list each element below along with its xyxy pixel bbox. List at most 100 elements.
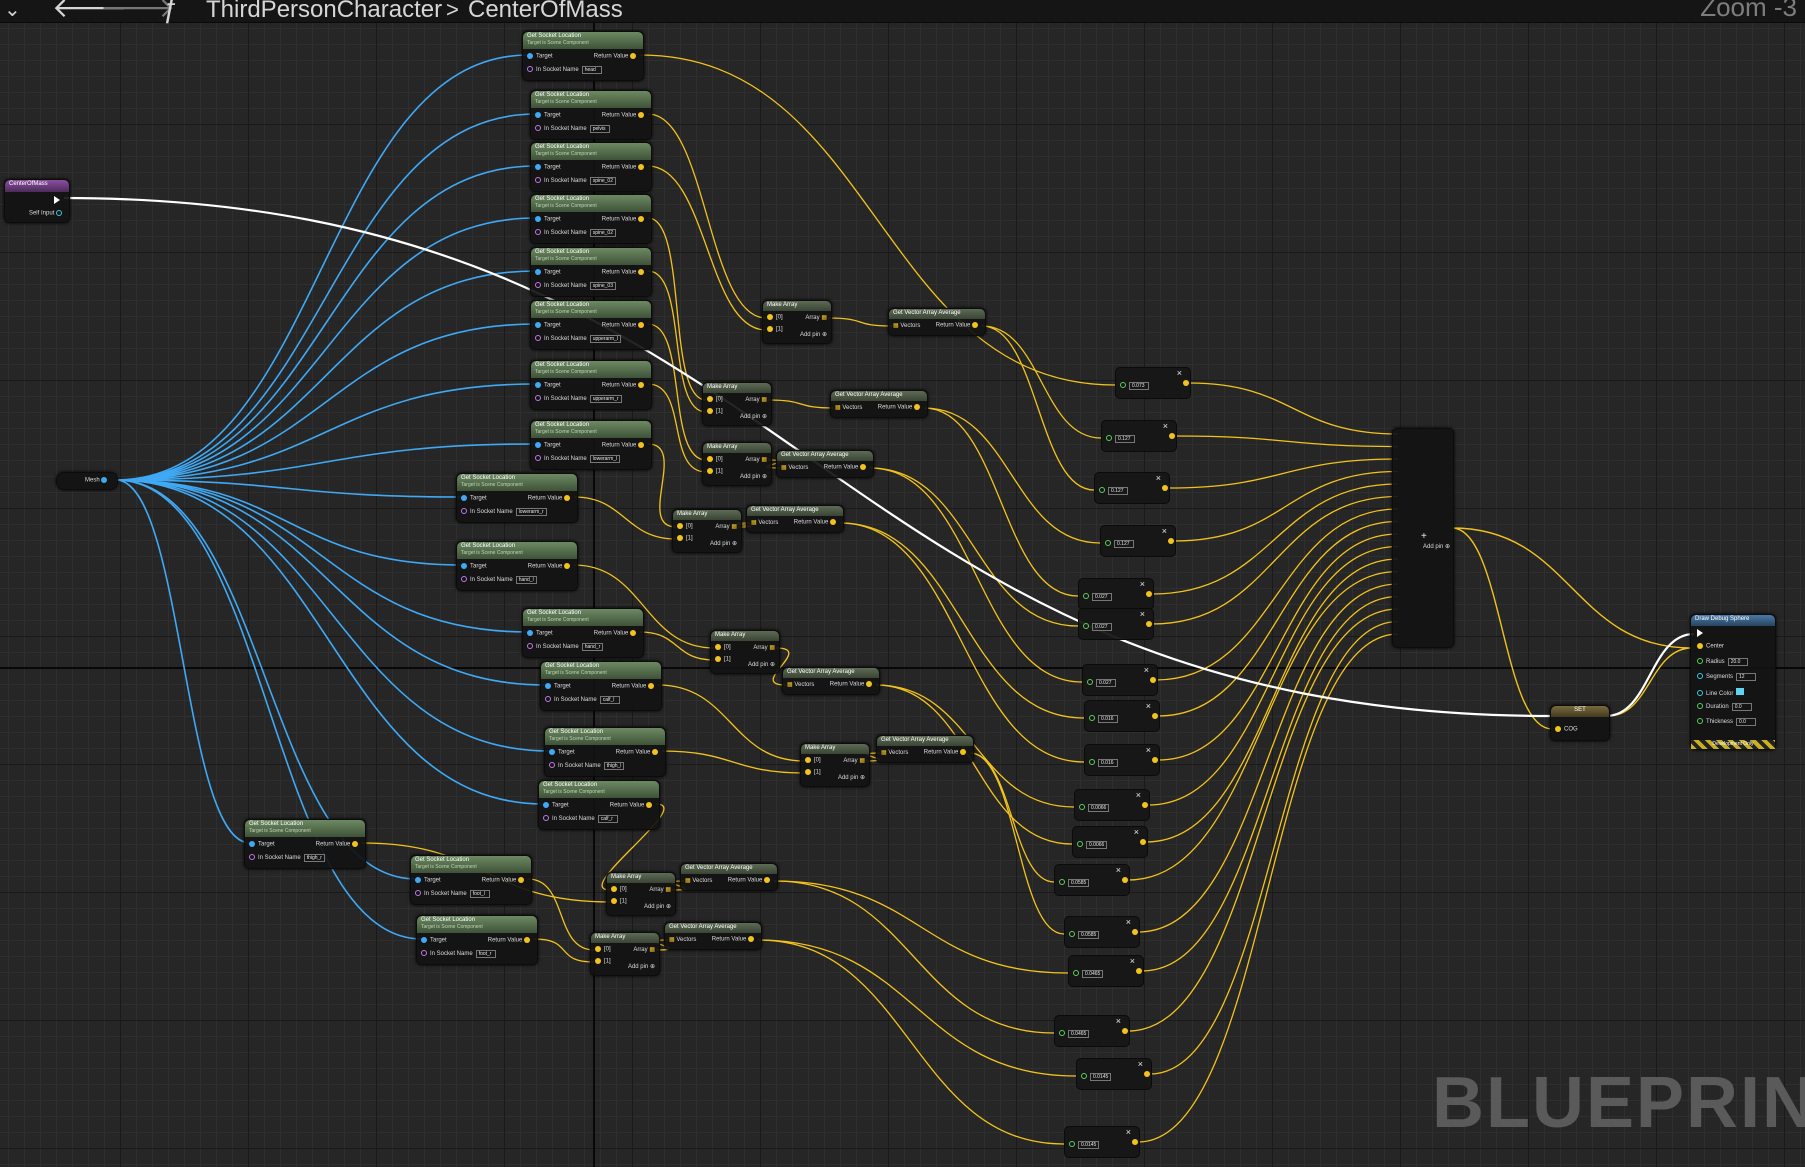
return-value-pin[interactable] — [638, 164, 644, 170]
factor-field[interactable]: 0.0066 — [1088, 804, 1110, 812]
socket-name-pin[interactable] — [535, 395, 541, 402]
center-pin[interactable] — [1697, 643, 1703, 649]
array-out-pin[interactable]: ▦ — [665, 887, 671, 893]
factor-field[interactable]: 0.127 — [1115, 435, 1135, 443]
target-pin[interactable] — [535, 269, 541, 275]
multiply-node[interactable]: × 0.0465 — [1068, 955, 1144, 987]
array-out-pin[interactable]: ▦ — [731, 524, 737, 530]
factor-pin[interactable] — [1077, 841, 1083, 848]
duration-pin[interactable] — [1697, 703, 1703, 710]
get-vector-array-average-node[interactable]: Get Vector Array Average ▦ Vectors Retur… — [680, 863, 778, 891]
array-in1-pin[interactable] — [677, 535, 683, 541]
factor-field[interactable]: 0.0145 — [1090, 1073, 1112, 1081]
product-out-pin[interactable] — [1132, 929, 1138, 935]
target-pin[interactable] — [545, 683, 551, 689]
breadcrumb-function[interactable]: CenterOfMass — [468, 0, 623, 23]
target-pin[interactable] — [415, 877, 421, 883]
forward-arrow-icon[interactable]: 🡒 — [100, 0, 176, 23]
socket-name-field[interactable]: spine_02 — [589, 229, 616, 237]
return-value-pin[interactable] — [648, 683, 654, 689]
factor-field[interactable]: 0.016 — [1098, 759, 1118, 767]
socket-name-pin[interactable] — [535, 125, 541, 132]
multiply-node[interactable]: × 0.016 — [1084, 700, 1160, 732]
add-vector-node[interactable]: + Add pin ⊕ — [1392, 428, 1454, 648]
multiply-node[interactable]: × 0.027 — [1082, 664, 1158, 696]
get-vector-array-average-node[interactable]: Get Vector Array Average ▦ Vectors Retur… — [746, 505, 844, 533]
breadcrumb-graph[interactable]: ThirdPersonCharacter — [206, 0, 443, 23]
product-out-pin[interactable] — [1150, 677, 1156, 683]
factor-pin[interactable] — [1089, 759, 1095, 766]
mesh-variable-node[interactable]: Mesh — [56, 472, 118, 490]
socket-name-pin[interactable] — [527, 643, 533, 650]
socket-name-field[interactable]: thigh_r — [303, 854, 325, 862]
return-value-pin[interactable] — [960, 749, 966, 755]
array-in0-pin[interactable] — [707, 456, 713, 462]
product-out-pin[interactable] — [1183, 380, 1189, 386]
factor-field[interactable]: 0.127 — [1108, 487, 1128, 495]
socket-name-pin[interactable] — [545, 696, 551, 703]
return-value-pin[interactable] — [914, 404, 920, 410]
make-array-node[interactable]: Make Array [0] Array ▦ [1] Add pin ⊕ — [590, 932, 660, 976]
multiply-node[interactable]: × 0.027 — [1078, 608, 1154, 640]
duration-field[interactable]: 0.0 — [1731, 703, 1752, 711]
return-value-pin[interactable] — [564, 495, 570, 501]
socket-name-pin[interactable] — [535, 335, 541, 342]
factor-field[interactable]: 0.0585 — [1078, 931, 1100, 939]
target-pin[interactable] — [535, 164, 541, 170]
target-pin[interactable] — [535, 442, 541, 448]
self-input-pin[interactable] — [56, 210, 62, 216]
target-pin[interactable] — [535, 216, 541, 222]
array-in1-pin[interactable] — [611, 898, 617, 904]
exec-out-pin[interactable] — [54, 196, 60, 204]
product-out-pin[interactable] — [1152, 757, 1158, 763]
array-in0-pin[interactable] — [611, 886, 617, 892]
return-value-pin[interactable] — [638, 322, 644, 328]
get-vector-array-average-node[interactable]: Get Vector Array Average ▦ Vectors Retur… — [888, 308, 986, 336]
vectors-pin[interactable]: ▦ — [669, 937, 675, 943]
return-value-pin[interactable] — [764, 877, 770, 883]
return-value-pin[interactable] — [638, 269, 644, 275]
return-value-pin[interactable] — [830, 519, 836, 525]
make-array-node[interactable]: Make Array [0] Array ▦ [1] Add pin ⊕ — [606, 872, 676, 916]
make-array-node[interactable]: Make Array [0] Array ▦ [1] Add pin ⊕ — [702, 442, 772, 486]
target-pin[interactable] — [535, 322, 541, 328]
return-value-pin[interactable] — [564, 563, 570, 569]
vectors-pin[interactable]: ▦ — [787, 682, 793, 688]
socket-name-field[interactable]: calf_r — [597, 815, 618, 823]
return-value-pin[interactable] — [638, 216, 644, 222]
target-pin[interactable] — [543, 802, 549, 808]
factor-field[interactable]: 0.016 — [1098, 715, 1118, 723]
factor-pin[interactable] — [1059, 879, 1065, 886]
return-value-pin[interactable] — [646, 802, 652, 808]
dropdown-chevron-icon[interactable]: ⌄ — [4, 0, 21, 21]
array-in1-pin[interactable] — [715, 656, 721, 662]
factor-pin[interactable] — [1099, 487, 1105, 494]
socket-name-pin[interactable] — [421, 950, 427, 957]
return-value-pin[interactable] — [524, 937, 530, 943]
factor-field[interactable]: 0.027 — [1092, 623, 1112, 631]
socket-name-pin[interactable] — [461, 508, 467, 515]
array-out-pin[interactable]: ▦ — [649, 947, 655, 953]
add-pin-icon[interactable]: ⊕ — [761, 414, 767, 420]
return-value-pin[interactable] — [630, 630, 636, 636]
product-out-pin[interactable] — [1122, 877, 1128, 883]
get-vector-array-average-node[interactable]: Get Vector Array Average ▦ Vectors Retur… — [830, 390, 928, 418]
target-pin[interactable] — [535, 112, 541, 118]
set-cog-node[interactable]: SET COG — [1550, 705, 1610, 741]
multiply-node[interactable]: × 0.0585 — [1064, 916, 1140, 948]
get-vector-array-average-node[interactable]: Get Vector Array Average ▦ Vectors Retur… — [664, 922, 762, 950]
segments-pin[interactable] — [1697, 673, 1703, 680]
make-array-node[interactable]: Make Array [0] Array ▦ [1] Add pin ⊕ — [800, 743, 870, 787]
product-out-pin[interactable] — [1132, 1139, 1138, 1145]
factor-field[interactable]: 0.0465 — [1082, 970, 1104, 978]
array-in1-pin[interactable] — [707, 468, 713, 474]
multiply-node[interactable]: × 0.127 — [1094, 472, 1170, 504]
